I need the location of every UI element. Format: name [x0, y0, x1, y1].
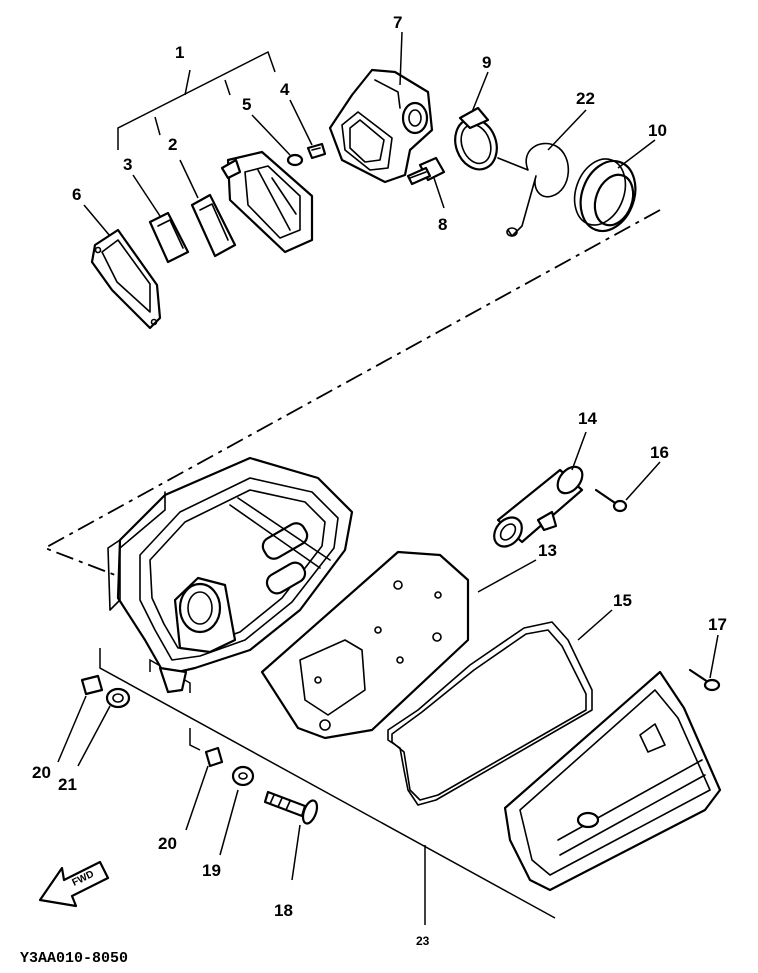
callout-16: 16 [650, 443, 669, 462]
callout-leaders [57, 31, 719, 925]
bolt-20-center-part [204, 746, 224, 768]
callout-21: 21 [58, 775, 77, 794]
intake-duct-part [493, 465, 584, 548]
callout-18: 18 [274, 901, 293, 920]
forward-arrow-icon: FWD [38, 860, 110, 908]
callout-1: 1 [175, 43, 184, 62]
callout-3: 3 [123, 155, 132, 174]
drawing-code: Y3AA010-8050 [20, 950, 128, 967]
callout-2: 2 [168, 135, 177, 154]
callout-10: 10 [648, 121, 667, 140]
bolt-18-part [263, 790, 319, 825]
callout-22: 22 [576, 89, 595, 108]
grommet-part [573, 158, 637, 233]
air-cleaner-case-part [107, 456, 354, 694]
duct-screw-part [594, 488, 628, 513]
screw-part [306, 142, 327, 160]
air-cleaner-cover-part [503, 670, 722, 892]
gasket-part [90, 228, 162, 330]
washer-part [286, 153, 304, 167]
callout-9: 9 [482, 53, 491, 72]
callout-4: 4 [280, 80, 290, 99]
group-brackets [99, 50, 556, 919]
cover-screw-part [688, 668, 721, 692]
callout-numbers: 1 2 3 4 5 6 7 8 9 10 13 14 15 16 17 18 1… [32, 13, 727, 948]
reed-stopper-part [148, 211, 190, 264]
callout-8: 8 [438, 215, 447, 234]
hose-clamp-part [454, 106, 498, 171]
callout-14: 14 [578, 409, 597, 428]
wire-clip-part [497, 142, 570, 237]
carburetor-joint-part [328, 68, 434, 184]
reed-block-part [220, 150, 314, 254]
callout-15: 15 [613, 591, 632, 610]
callout-17: 17 [708, 615, 727, 634]
callout-20-center: 20 [158, 834, 177, 853]
bolt-part [406, 156, 446, 186]
washer-19-part [231, 765, 255, 787]
callout-6: 6 [72, 185, 81, 204]
collar-21-part [105, 687, 131, 709]
callout-19: 19 [202, 861, 221, 880]
sealing-ring-part [387, 621, 593, 806]
element-plate-part [260, 550, 470, 740]
reed-valve-part [190, 193, 237, 258]
callout-20-left: 20 [32, 763, 51, 782]
callout-5: 5 [242, 95, 251, 114]
callout-13: 13 [538, 541, 557, 560]
callout-23: 23 [416, 934, 430, 948]
callout-7: 7 [393, 13, 402, 32]
bolt-20-left-part [80, 674, 104, 696]
